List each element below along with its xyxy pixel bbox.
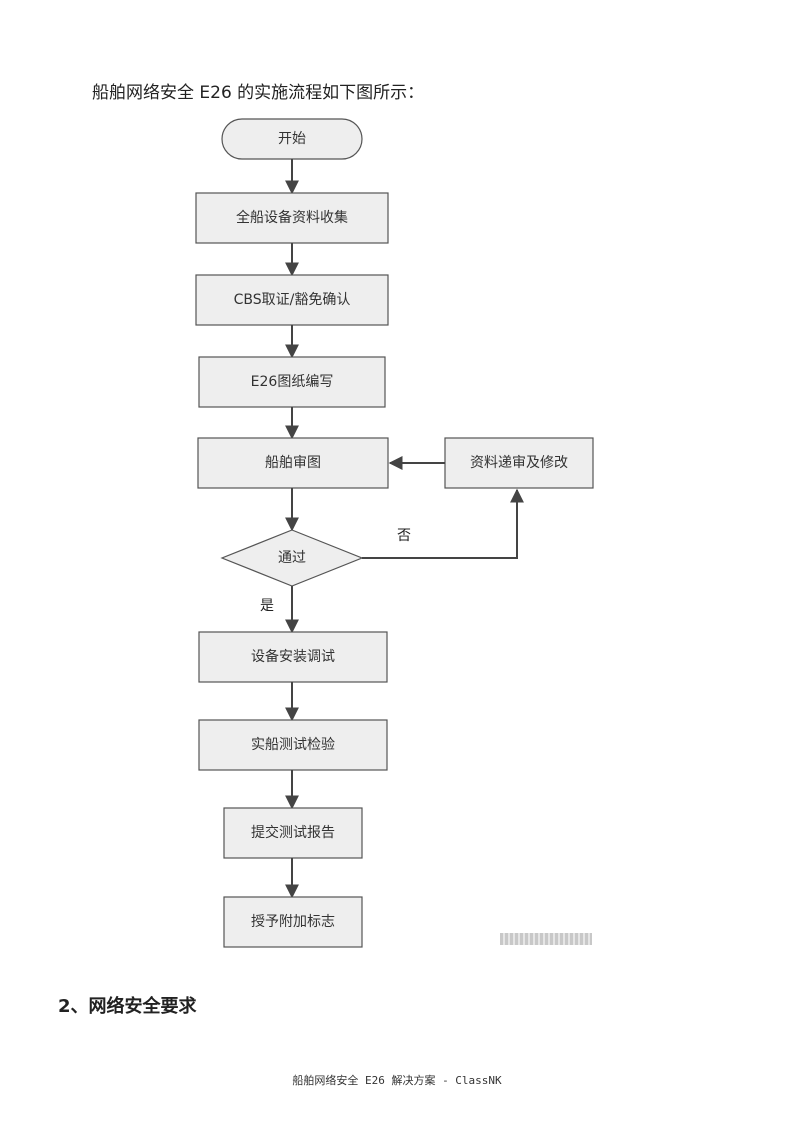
step-test-label: 实船测试检验 — [251, 737, 335, 753]
decision-label: 通过 — [278, 550, 306, 566]
step-drawing-label: E26图纸编写 — [251, 374, 334, 390]
step-report-label: 提交测试报告 — [251, 824, 335, 841]
yes-label: 是 — [260, 598, 274, 614]
step-collect-box — [195, 192, 389, 244]
watermark-image — [500, 933, 592, 945]
revise-box — [444, 437, 594, 489]
step-report-box — [223, 807, 363, 859]
revise-label: 资料递审及修改 — [470, 455, 568, 471]
step-cbs-box — [195, 274, 389, 326]
step-install-box — [198, 631, 388, 683]
start-label: 开始 — [278, 131, 306, 147]
intro-text: 船舶网络安全 E26 的实施流程如下图所示： — [92, 83, 425, 103]
step-review-box — [197, 437, 389, 489]
step-test-box — [198, 719, 388, 771]
step-notation-box — [223, 896, 363, 948]
step-notation-label: 授予附加标志 — [251, 914, 335, 930]
step-cbs-label: CBS取证/豁免确认 — [234, 291, 351, 308]
page-footer: 船舶网络安全 E26 解决方案 - ClassNK — [292, 1074, 502, 1087]
step-drawing-box — [198, 356, 386, 408]
no-label: 否 — [397, 528, 411, 544]
step-install-label: 设备安装调试 — [251, 648, 335, 665]
step-collect-label: 全船设备资料收集 — [236, 209, 348, 226]
step-review-label: 船舶审图 — [265, 455, 321, 471]
section-heading: 2、网络安全要求 — [58, 996, 197, 1017]
